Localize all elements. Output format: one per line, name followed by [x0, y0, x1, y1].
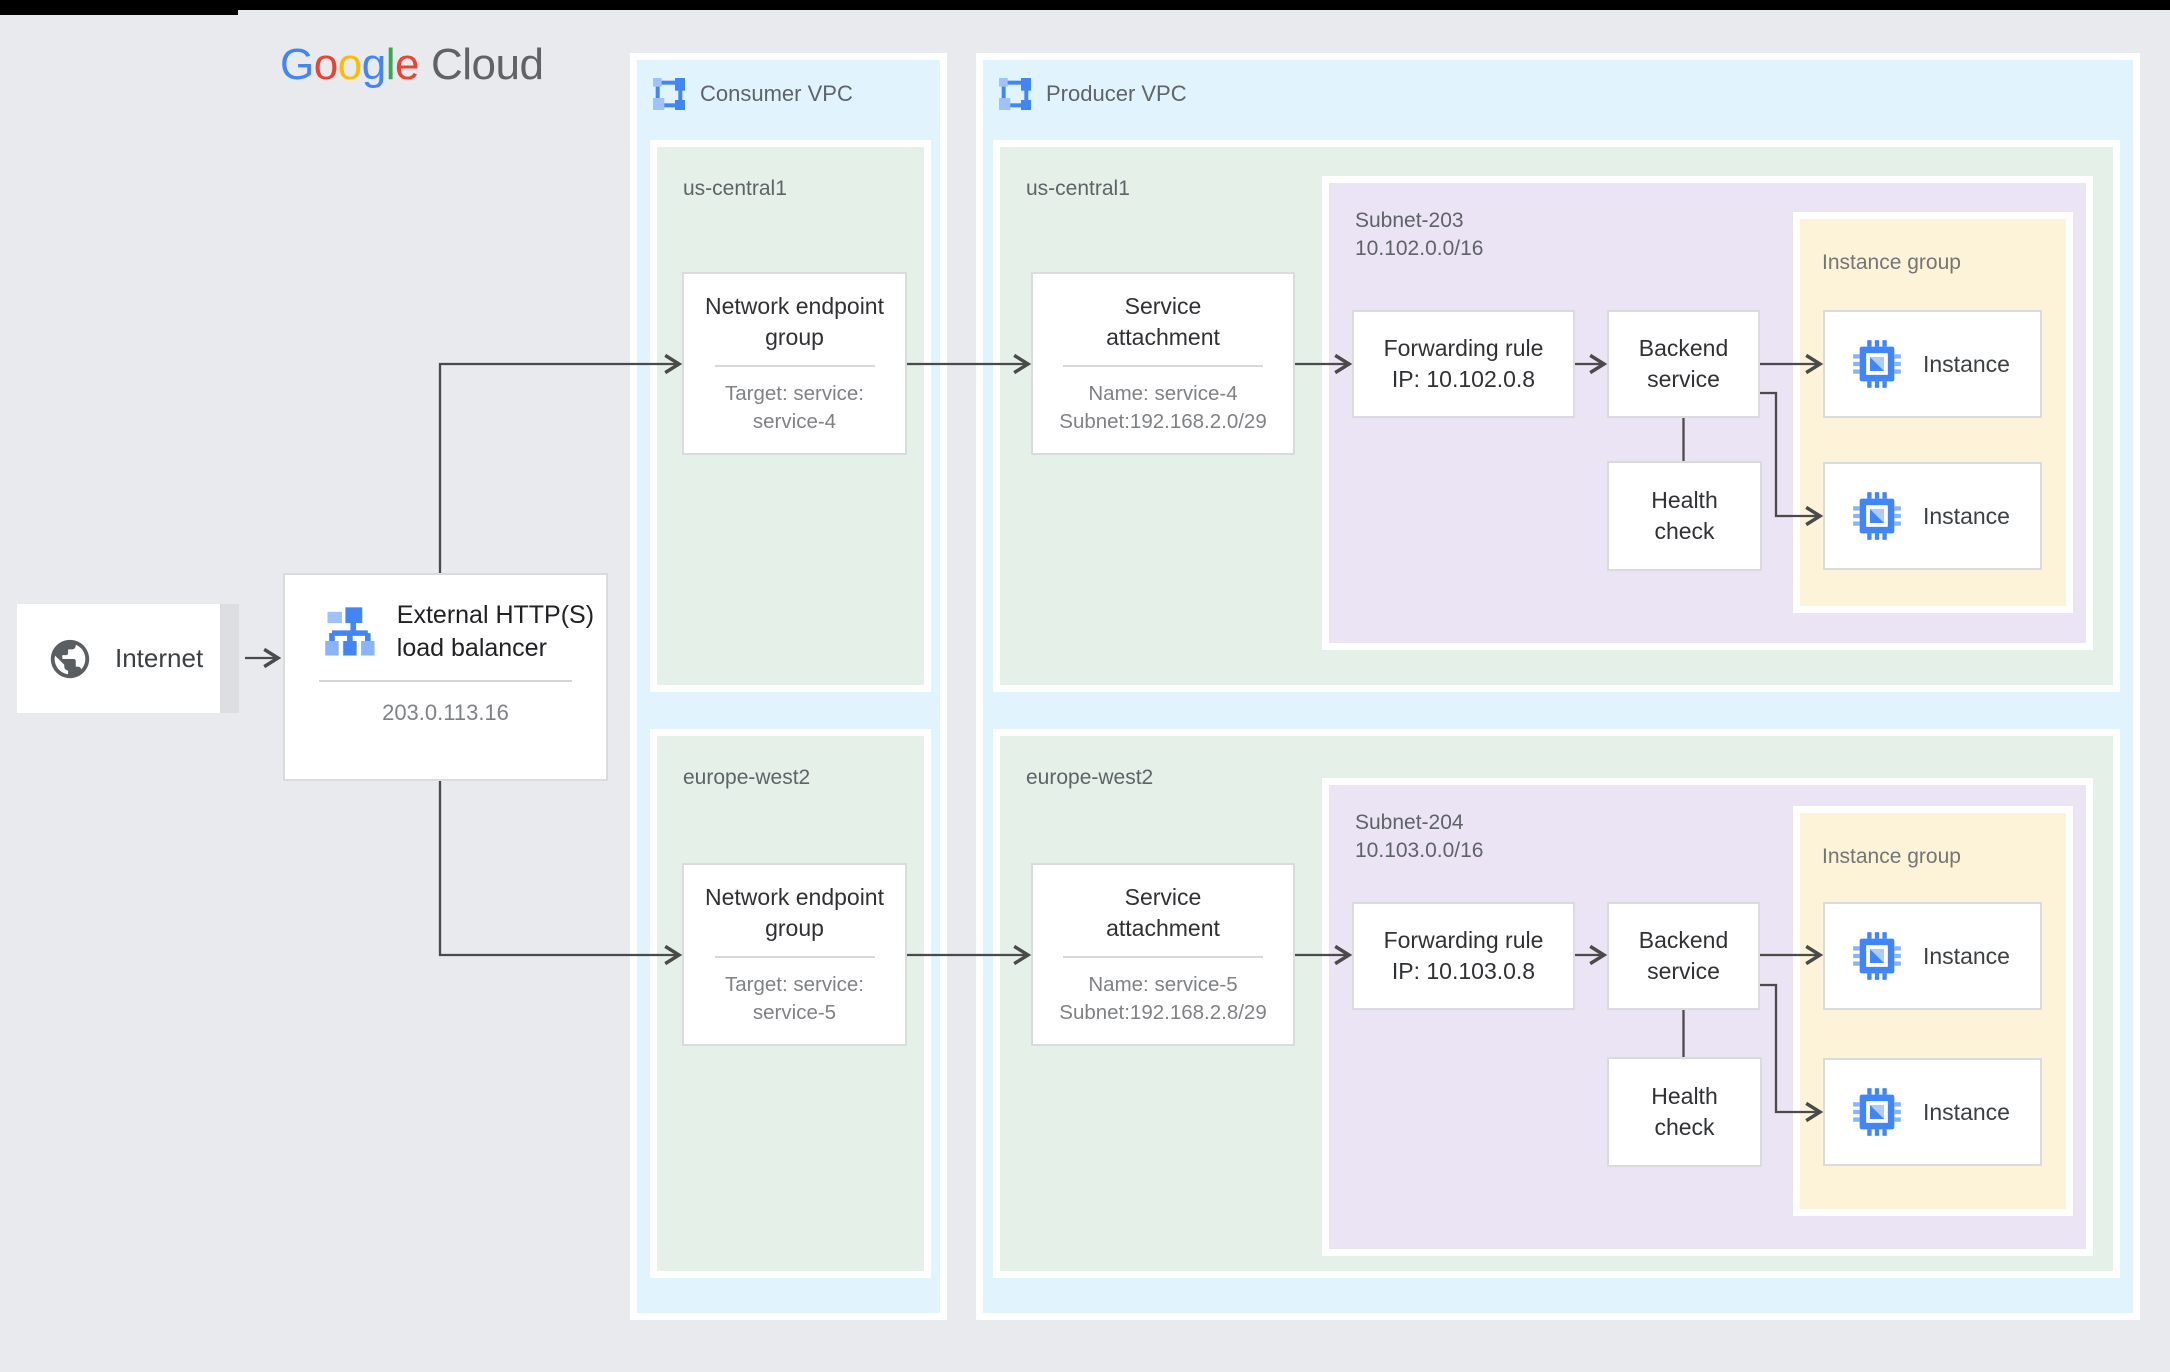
backend-service-node-2: Backend service — [1607, 902, 1760, 1010]
divider — [319, 680, 572, 682]
instance-node: Instance — [1823, 1058, 2042, 1166]
logo-letter: G — [280, 40, 314, 89]
region-label: europe-west2 — [683, 766, 811, 789]
health-check-label: Health check — [1651, 487, 1718, 544]
instance-node: Instance — [1823, 462, 2042, 570]
load-balancer-header: External HTTP(S) load balancer — [285, 575, 606, 664]
compute-instance-icon — [1853, 1088, 1901, 1136]
instance-node: Instance — [1823, 902, 2042, 1010]
logo-letter: o — [313, 40, 338, 89]
forwarding-rule-ip: IP: 10.103.0.8 — [1391, 958, 1536, 984]
neg-target: Target: service: service-4 — [725, 380, 864, 435]
neg-target-line2: service-5 — [752, 1001, 837, 1025]
vpc-network-icon — [999, 78, 1031, 110]
instance-label: Instance — [1923, 502, 2010, 529]
neg-title: Network endpoint group — [705, 293, 884, 350]
instance-label: Instance — [1923, 350, 2010, 377]
backend-service-label: Backend service — [1638, 927, 1729, 984]
compute-instance-icon — [1853, 932, 1901, 980]
producer-vpc-label: Producer VPC — [1046, 81, 1187, 106]
neg-target: Target: service: service-5 — [725, 971, 864, 1026]
region-label: us-central1 — [683, 177, 787, 200]
health-check-node-1: Health check — [1607, 461, 1762, 571]
neg-target-line1: Target: service: — [725, 382, 864, 406]
consumer-vpc-label: Consumer VPC — [700, 81, 853, 106]
forwarding-rule-title: Forwarding rule — [1383, 927, 1544, 954]
forwarding-rule-title: Forwarding rule — [1383, 335, 1544, 362]
instance-node: Instance — [1823, 310, 2042, 418]
instance-group-label: Instance group — [1822, 251, 1961, 274]
compute-instance-icon — [1853, 340, 1901, 388]
globe-icon — [50, 639, 90, 678]
load-balancer-ip: 203.0.113.16 — [382, 700, 509, 725]
load-balancer-node: External HTTP(S) load balancer 203.0.113… — [283, 573, 608, 781]
internet-node: Internet — [17, 604, 220, 713]
forwarding-rule-node-2: Forwarding rule IP: 10.103.0.8 — [1352, 902, 1575, 1010]
forwarding-rule-ip: IP: 10.102.0.8 — [1391, 366, 1536, 392]
network-endpoint-group-node-1: Network endpoint group Target: service: … — [682, 272, 907, 455]
logo-letter: o — [337, 40, 362, 89]
service-attachment-details: Name: service-4 Subnet:192.168.2.0/29 — [1059, 380, 1266, 435]
instance-label: Instance — [1923, 1098, 2010, 1125]
top-black-strip — [0, 0, 2170, 10]
logo-letter: l — [385, 40, 396, 89]
subnet-name: Subnet-203 — [1355, 209, 1464, 232]
vpc-network-icon — [653, 78, 685, 110]
region-label: europe-west2 — [1026, 766, 1154, 789]
subnet-label: Subnet-204 10.103.0.0/16 — [1355, 809, 1483, 864]
service-attachment-name: Name: service-4 — [1088, 382, 1238, 406]
neg-title: Network endpoint group — [705, 884, 884, 941]
subnet-label: Subnet-203 10.102.0.0/16 — [1355, 207, 1483, 262]
service-attachment-name: Name: service-5 — [1088, 973, 1238, 997]
instance-label: Instance — [1923, 942, 2010, 969]
subnet-cidr: 10.102.0.0/16 — [1355, 236, 1484, 260]
service-attachment-details: Name: service-5 Subnet:192.168.2.8/29 — [1059, 971, 1266, 1026]
divider — [714, 956, 875, 959]
logo-cloud-text: Cloud — [430, 40, 544, 89]
service-attachment-node-1: Service attachment Name: service-4 Subne… — [1031, 272, 1295, 455]
service-attachment-title: Service attachment — [1106, 884, 1220, 941]
backend-service-label: Backend service — [1638, 335, 1729, 392]
producer-vpc-header: Producer VPC — [999, 78, 1187, 110]
consumer-vpc-header: Consumer VPC — [653, 78, 853, 110]
divider — [1063, 956, 1263, 959]
service-attachment-subnet: Subnet:192.168.2.0/29 — [1059, 410, 1267, 434]
neg-target-line2: service-4 — [752, 410, 837, 434]
google-cloud-logo: G o o g l e Cloud — [280, 40, 544, 90]
health-check-node-2: Health check — [1607, 1057, 1762, 1167]
backend-service-node-1: Backend service — [1607, 310, 1760, 418]
instance-group-label: Instance group — [1822, 845, 1961, 868]
logo-letter: g — [361, 40, 386, 89]
network-endpoint-group-node-2: Network endpoint group Target: service: … — [682, 863, 907, 1046]
load-balancer-icon — [325, 606, 375, 656]
forwarding-rule-node-1: Forwarding rule IP: 10.102.0.8 — [1352, 310, 1575, 418]
compute-instance-icon — [1853, 492, 1901, 540]
service-attachment-subnet: Subnet:192.168.2.8/29 — [1059, 1001, 1267, 1025]
neg-target-line1: Target: service: — [725, 973, 864, 997]
divider — [1063, 365, 1263, 368]
subnet-cidr: 10.103.0.0/16 — [1355, 838, 1484, 862]
top-left-black-block — [0, 0, 238, 15]
internet-label: Internet — [115, 643, 204, 673]
logo-letter: e — [394, 40, 419, 89]
service-attachment-title: Service attachment — [1106, 293, 1220, 350]
health-check-label: Health check — [1651, 1083, 1718, 1140]
divider — [714, 365, 875, 368]
region-label: us-central1 — [1026, 177, 1130, 200]
load-balancer-title: External HTTP(S) load balancer — [396, 601, 595, 662]
subnet-name: Subnet-204 — [1355, 811, 1464, 834]
service-attachment-node-2: Service attachment Name: service-5 Subne… — [1031, 863, 1295, 1046]
